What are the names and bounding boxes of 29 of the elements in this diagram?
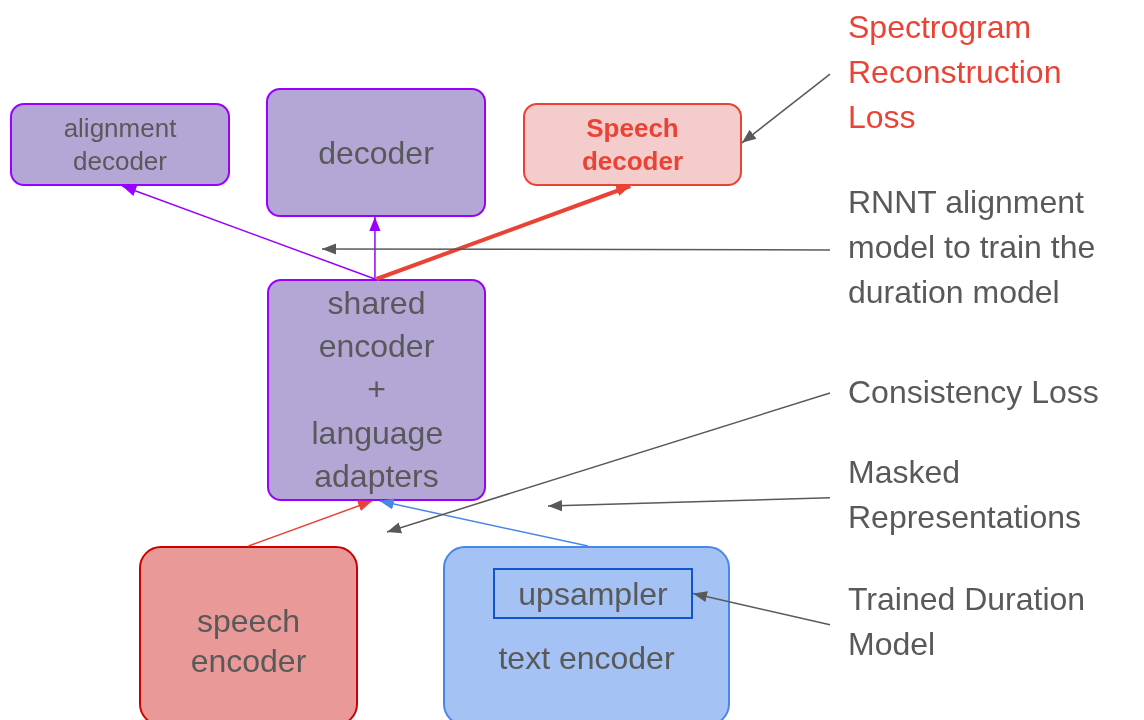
encoder-box xyxy=(139,546,358,720)
leader-arrow xyxy=(547,497,831,512)
node-label: decoder xyxy=(318,133,434,173)
node-label: upsampler xyxy=(518,574,668,614)
encoder-box xyxy=(267,279,486,501)
annotation-text: Consistency Loss xyxy=(830,370,1144,416)
node-label: shared encoder + language adapters xyxy=(311,284,442,496)
annotation-text: Spectrogram Reconstruction Loss xyxy=(830,5,1110,140)
leader-arrow xyxy=(386,392,831,534)
node-label: speech encoder xyxy=(189,602,308,681)
node-label: text encoder xyxy=(498,639,675,678)
arrow xyxy=(741,73,831,144)
encoder-box xyxy=(443,546,730,720)
leader-arrow xyxy=(321,243,831,255)
annotation-text: Trained Duration Model xyxy=(830,577,1144,669)
arrow xyxy=(692,591,831,626)
annotation-text: RNNT alignment model to train the duration model xyxy=(830,180,1144,315)
arrow xyxy=(121,185,376,280)
upsampler-box xyxy=(493,568,693,619)
node-label: Speech decoder xyxy=(580,112,685,177)
arrow xyxy=(369,216,381,280)
annotation-text: Masked Representations xyxy=(830,450,1144,542)
decoder-box xyxy=(266,88,486,217)
arrow xyxy=(375,184,631,281)
decoder-box xyxy=(523,103,742,186)
node-label: alignment decoder xyxy=(62,112,178,177)
arrow xyxy=(379,498,589,547)
arrow xyxy=(247,500,373,547)
decoder-box xyxy=(10,103,230,186)
